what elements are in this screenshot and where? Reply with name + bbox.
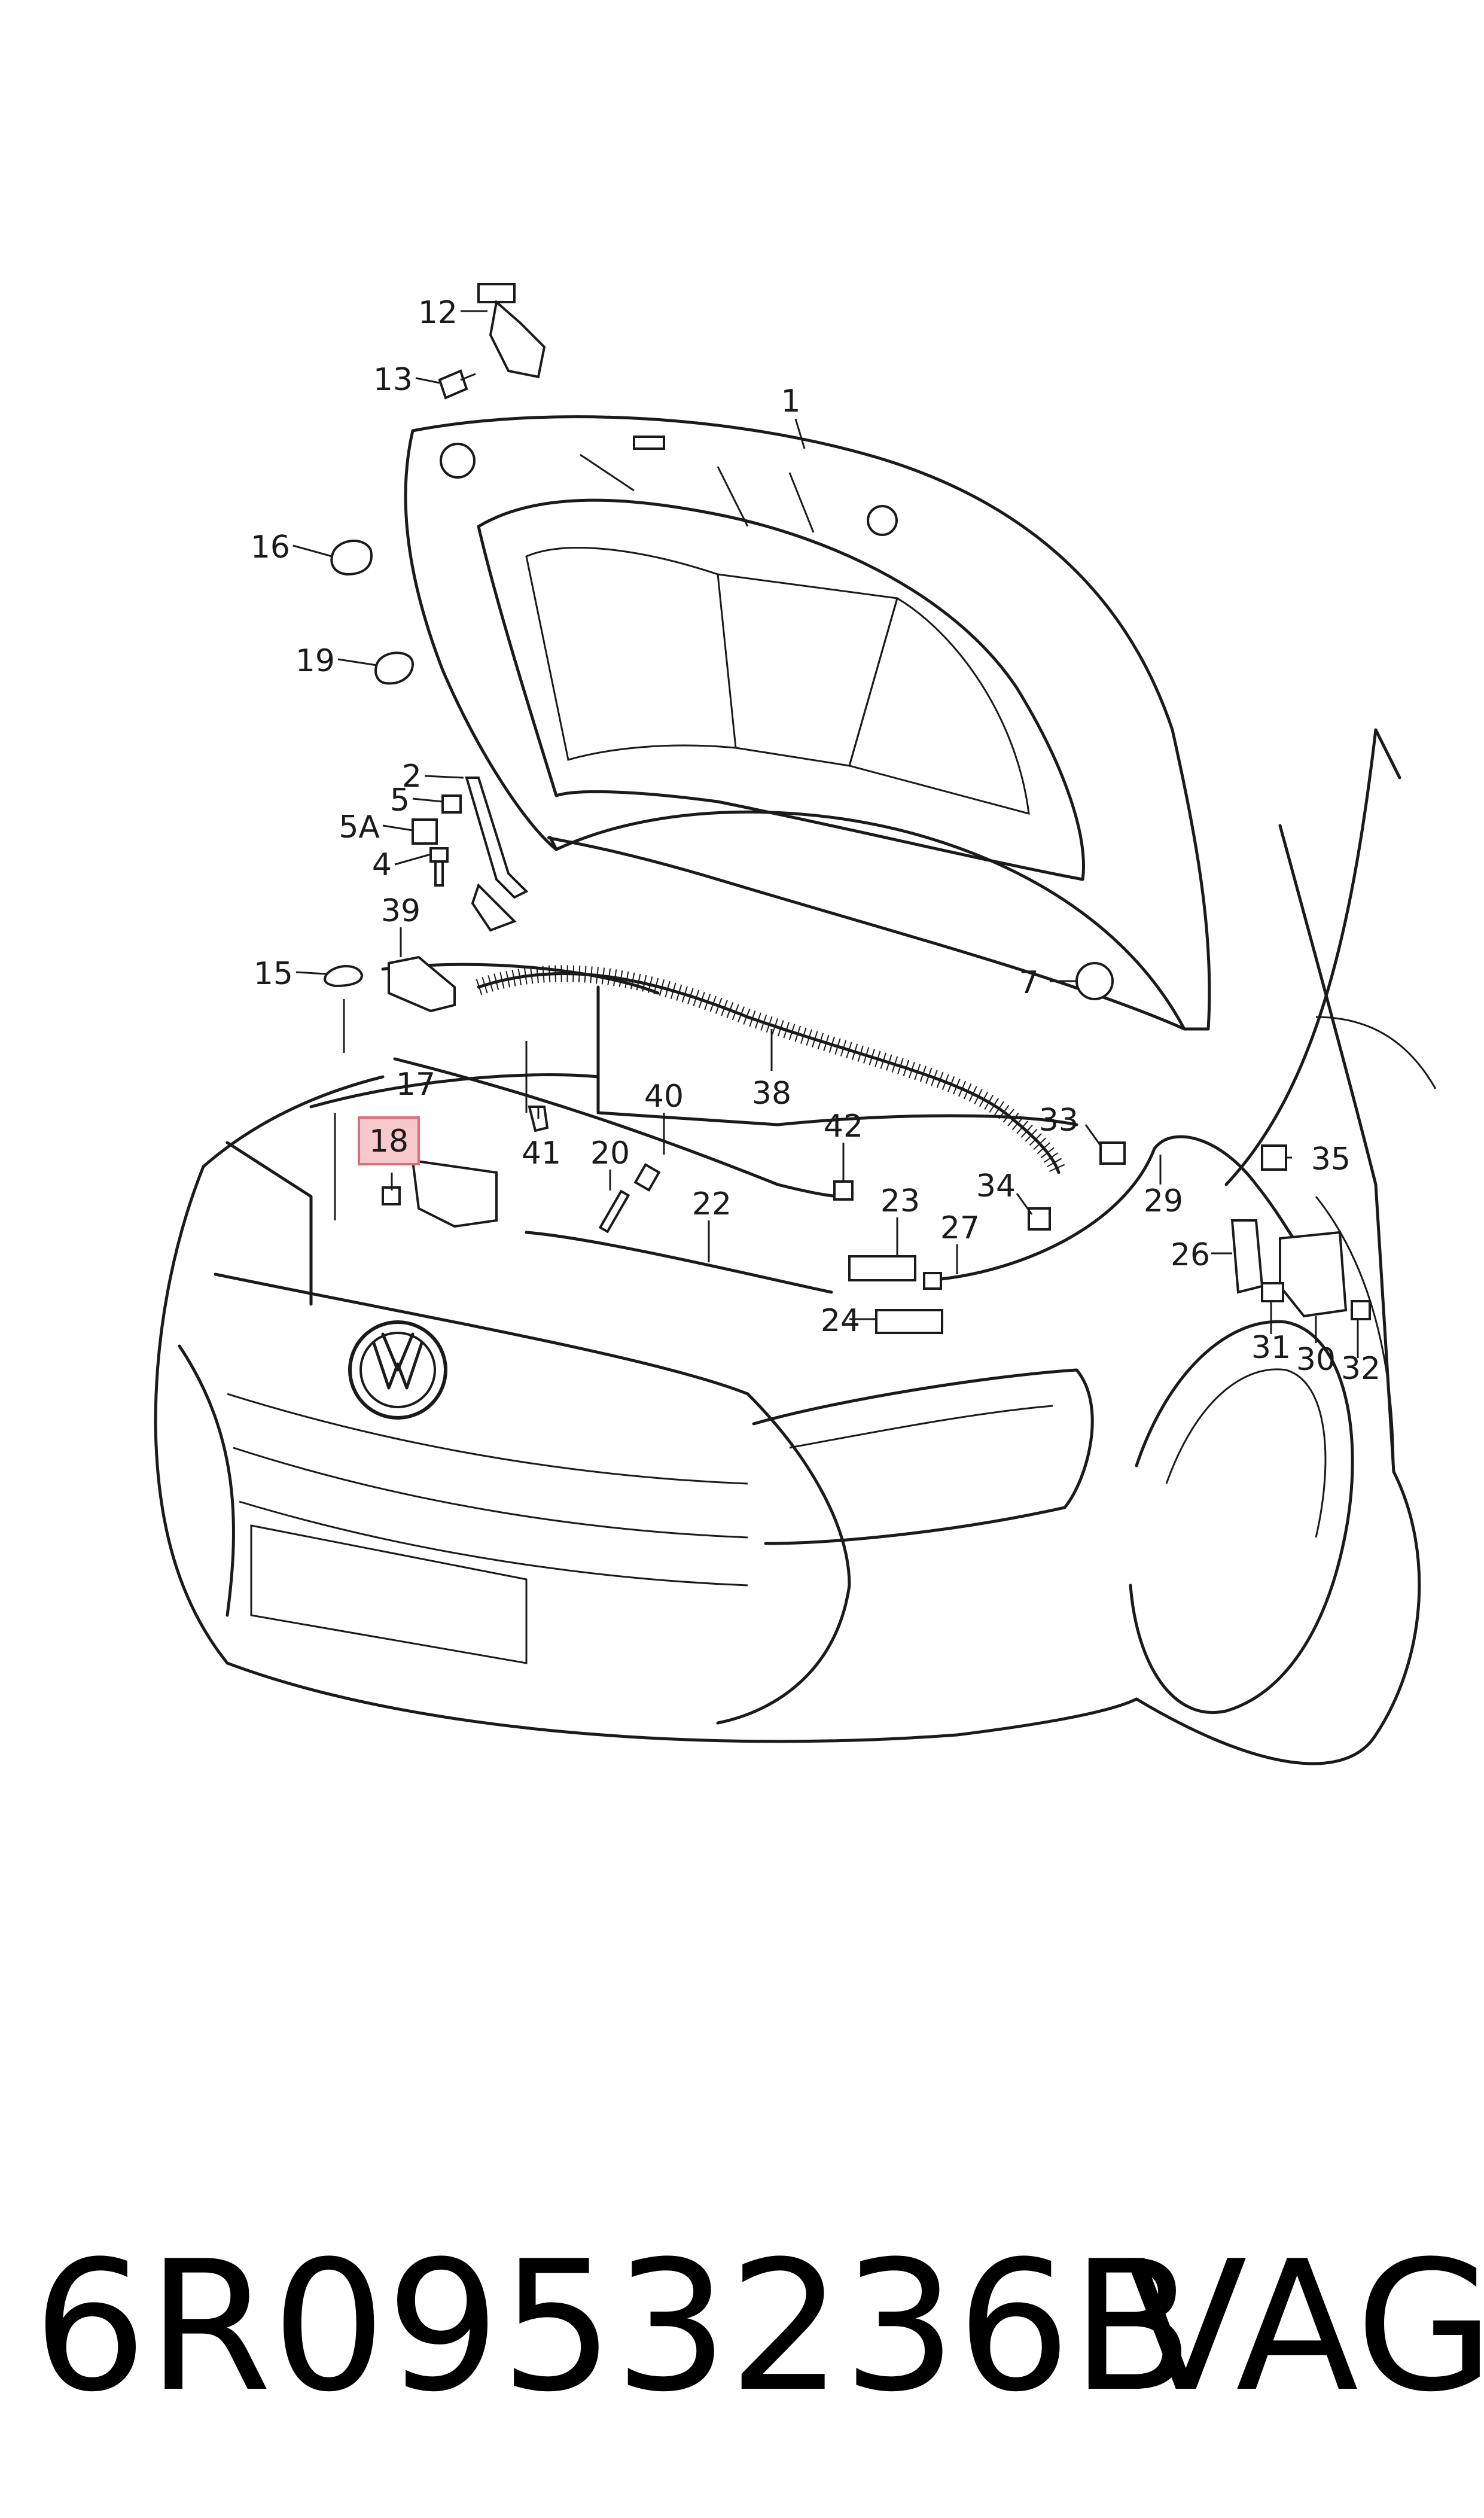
part-12-hood-hinge <box>477 283 546 379</box>
part-20-bolt <box>598 1163 661 1234</box>
vw-emblem <box>348 1320 447 1420</box>
callout-17: 17 <box>396 1067 435 1103</box>
part-23-bracket <box>848 1255 916 1281</box>
callout-16: 16 <box>251 529 290 565</box>
callout-35: 35 <box>1311 1141 1351 1177</box>
callout-labels: 1 2 5 5A 4 12 13 16 19 39 15 17 40 38 42… <box>251 295 1381 1387</box>
part-34-clip <box>1028 1207 1051 1231</box>
callout-40: 40 <box>644 1079 684 1115</box>
car-body-outline <box>154 728 1437 1765</box>
part-13-bolt <box>438 369 476 400</box>
callout-19: 19 <box>295 643 335 679</box>
callout-41: 41 <box>522 1135 561 1171</box>
callout-24: 24 <box>821 1303 860 1339</box>
leader-lines <box>292 310 1359 1358</box>
callout-27: 27 <box>940 1210 980 1246</box>
hood-panel <box>404 415 1211 1031</box>
callout-5a: 5A <box>339 809 380 845</box>
callout-22: 22 <box>692 1186 732 1222</box>
part-15-cap <box>324 965 364 988</box>
part-16-bump-stop <box>330 540 373 576</box>
callout-38: 38 <box>752 1076 791 1112</box>
part-39-bracket <box>388 955 456 1013</box>
release-cable-27 <box>925 1135 1300 1282</box>
part-18-lock <box>382 1159 498 1228</box>
callout-20: 20 <box>590 1135 630 1171</box>
callout-31: 31 <box>1251 1330 1291 1366</box>
part-5a-nut <box>412 818 438 845</box>
part-2-hood-prop-bracket <box>465 777 529 932</box>
part-26-release-handle <box>1230 1219 1264 1294</box>
part-7-grommet <box>1075 962 1114 1000</box>
callout-12: 12 <box>418 295 458 331</box>
callout-2: 2 <box>402 759 422 794</box>
part-4-bolt <box>429 847 449 887</box>
callout-7: 7 <box>1019 965 1038 1001</box>
release-cable-22 <box>525 1231 833 1294</box>
callout-5: 5 <box>390 783 410 818</box>
callout-15: 15 <box>254 956 293 992</box>
callout-4: 4 <box>372 847 392 883</box>
callout-33: 33 <box>1039 1103 1078 1138</box>
part-30-handle-bracket <box>1279 1231 1348 1318</box>
callout-13: 13 <box>373 362 413 398</box>
part-24-clip <box>875 1309 943 1334</box>
brand-label: VAG <box>1125 2222 1484 2431</box>
engine-bay-outline <box>381 963 1078 1126</box>
part-5-nut <box>441 794 462 814</box>
callout-1: 1 <box>781 383 800 419</box>
callout-39: 39 <box>381 893 420 929</box>
part-33-clip <box>1099 1141 1126 1165</box>
callout-29: 29 <box>1144 1183 1183 1219</box>
callout-42: 42 <box>824 1109 863 1144</box>
callout-18: 18 <box>369 1123 409 1159</box>
part-19-bump-stop <box>374 651 415 685</box>
callout-34: 34 <box>976 1168 1016 1204</box>
callout-32: 32 <box>1341 1351 1381 1387</box>
part-35-clip <box>1261 1144 1287 1171</box>
release-cable-40 <box>393 1057 845 1198</box>
callout-30: 30 <box>1296 1342 1336 1378</box>
part-27-cable-end <box>923 1272 942 1290</box>
hood-seal <box>476 965 1067 1176</box>
part-31-screw <box>1261 1282 1284 1302</box>
part-42-grommet <box>833 1180 854 1201</box>
callout-23: 23 <box>880 1183 920 1219</box>
part-number-label: 6R0953236B <box>33 2222 1194 2431</box>
callout-26: 26 <box>1171 1237 1210 1273</box>
highlight-box-18 <box>358 1116 420 1165</box>
part-32-clip <box>1351 1300 1371 1320</box>
